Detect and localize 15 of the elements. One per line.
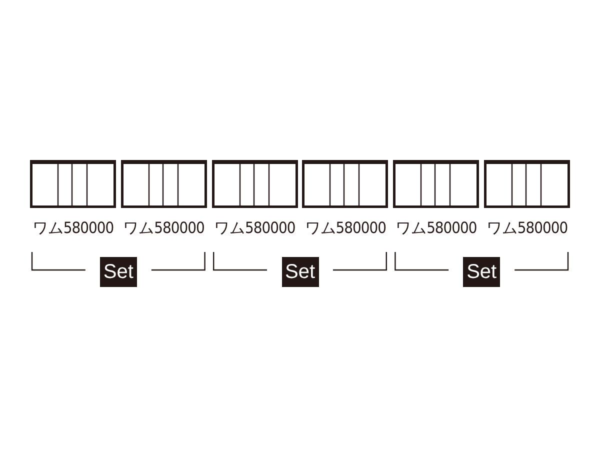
wagon-drawing: [393, 160, 480, 208]
set-badge: Set: [463, 257, 500, 287]
wagon-label: ワム580000: [304, 218, 387, 239]
wagon-label: ワム580000: [31, 218, 115, 239]
wagon-drawing: [120, 160, 207, 208]
wagon-label: ワム580000: [394, 218, 478, 239]
wagon-drawing: [212, 160, 298, 208]
wagon-drawing: [30, 160, 116, 208]
set-badge: Set: [100, 257, 137, 287]
wagon-label: ワム580000: [212, 218, 296, 239]
wagon-drawing: [484, 160, 570, 208]
wagon-label: ワム580000: [122, 218, 206, 239]
set-badge: Set: [282, 257, 318, 287]
wagon-drawing: [302, 160, 388, 208]
wagon-label: ワム580000: [485, 218, 569, 239]
